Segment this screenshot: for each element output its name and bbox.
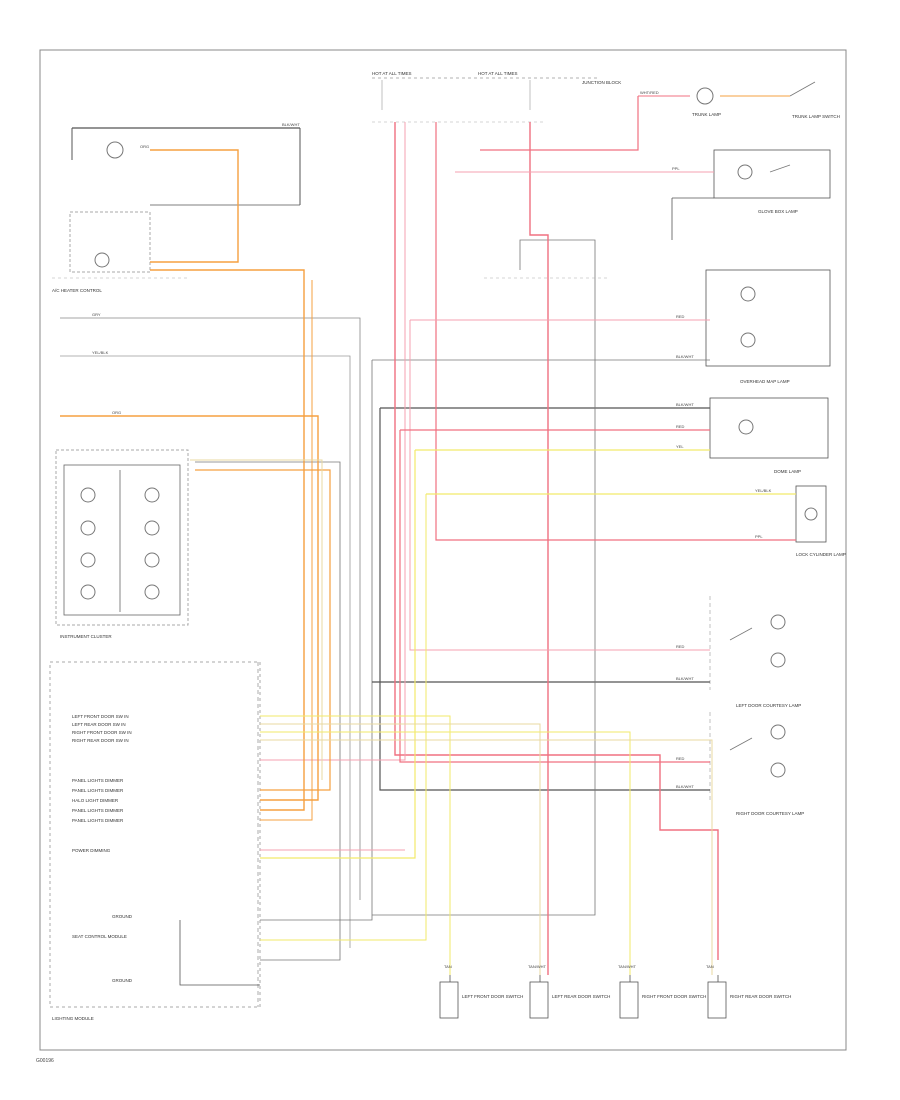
module-pin-label: RIGHT FRONT DOOR SW IN: [72, 730, 132, 735]
trunk-lamp-switch-label: TRUNK LAMP SWITCH: [792, 114, 840, 119]
module-pin-labels: LEFT FRONT DOOR SW IN LEFT REAR DOOR SW …: [72, 714, 133, 983]
cluster-bulb-icon: [80, 552, 96, 568]
wire-label: ORG: [112, 410, 121, 415]
trunk-lamp-icon: [696, 87, 714, 105]
wire-label: BLK/WHT: [676, 402, 694, 407]
glove-box-lamp-group: GLOVE BOX LAMP: [671, 149, 831, 240]
left-rear-door-switch: LEFT REAR DOOR SWITCH: [529, 975, 610, 1019]
left-door-bulb-icon: [770, 652, 786, 668]
module-pin-label: GROUND: [112, 914, 133, 919]
door-switch-label: RIGHT REAR DOOR SWITCH: [730, 994, 791, 999]
fuse-area: HOT AT ALL TIMES HOT AT ALL TIMES JUNCTI…: [372, 71, 621, 123]
lighting-module-label: LIGHTING MODULE: [52, 1016, 94, 1021]
hvac-control-label: A/C HEATER CONTROL: [52, 288, 102, 293]
wire-label: BLK/WHT: [676, 784, 694, 789]
wire-labels: BLK/WHT ORG GRY YEL/BLK ORG WHT/RED PPL …: [92, 90, 772, 969]
dome-lamp-label: DOME LAMP: [774, 469, 801, 474]
left-front-door-switch: LEFT FRONT DOOR SWITCH: [439, 975, 523, 1019]
door-switch-label: LEFT FRONT DOOR SWITCH: [462, 994, 523, 999]
module-pin-label: PANEL LIGHTS DIMMER: [72, 818, 124, 823]
lock-cylinder-lamp-group: LOCK CYLINDER LAMP: [795, 485, 846, 557]
wire-label: YEL/BLK: [755, 488, 772, 493]
hvac-control: A/C HEATER CONTROL: [52, 127, 301, 293]
wire-label: RED: [676, 644, 685, 649]
wire-label: BLK/WHT: [282, 122, 300, 127]
module-pin-label: PANEL LIGHTS DIMMER: [72, 778, 124, 783]
right-door-courtesy-lamp-label: RIGHT DOOR COURTESY LAMP: [736, 811, 804, 816]
map-bulb-icon: [740, 286, 756, 302]
left-door-bulb-icon: [770, 614, 786, 630]
cluster-bulb-icon: [144, 552, 160, 568]
lighting-module: LIGHTING MODULE: [49, 661, 261, 1021]
cluster-bulb-icon: [80, 487, 96, 503]
wire-label: TAN: [706, 964, 714, 969]
lock-cylinder-lamp-label: LOCK CYLINDER LAMP: [796, 552, 846, 557]
wire-label: RED: [676, 314, 685, 319]
right-rear-door-switch: RIGHT REAR DOOR SWITCH: [707, 975, 791, 1019]
cluster-bulb-icon: [144, 487, 160, 503]
wire-label: RED: [676, 756, 685, 761]
right-door-courtesy-lamp-group: RIGHT DOOR COURTESY LAMP: [709, 712, 804, 816]
wire-label: ORG: [140, 144, 149, 149]
door-switches: LEFT FRONT DOOR SWITCH LEFT REAR DOOR SW…: [439, 975, 791, 1019]
figure-code: G00196: [36, 1058, 54, 1064]
map-bulb-icon: [740, 332, 756, 348]
junction-block-label: JUNCTION BLOCK: [582, 80, 621, 85]
wire-label: BLK/WHT: [676, 676, 694, 681]
wire-label: YEL: [676, 444, 684, 449]
right-front-door-switch: RIGHT FRONT DOOR SWITCH: [619, 975, 706, 1019]
module-pin-label: GROUND: [112, 978, 133, 983]
trunk-lamp-group: TRUNK LAMP TRUNK LAMP SWITCH: [692, 81, 840, 119]
wire-label: YEL/BLK: [92, 350, 109, 355]
wires: [60, 95, 796, 986]
module-pin-label: SEAT CONTROL MODULE: [72, 934, 127, 939]
module-pin-label: PANEL LIGHTS DIMMER: [72, 808, 124, 813]
wire-label: WHT/RED: [640, 90, 659, 95]
dome-bulb-icon: [738, 419, 754, 435]
glove-box-bulb-icon: [737, 164, 753, 180]
instrument-cluster-label: INSTRUMENT CLUSTER: [60, 634, 112, 639]
cluster-bulb-icon: [144, 520, 160, 536]
module-pin-label: RIGHT REAR DOOR SW IN: [72, 738, 129, 743]
module-pin-label: LEFT REAR DOOR SW IN: [72, 722, 126, 727]
left-door-courtesy-lamp-label: LEFT DOOR COURTESY LAMP: [736, 703, 801, 708]
wire-label: TAN/WHT: [528, 964, 546, 969]
instrument-cluster: INSTRUMENT CLUSTER: [55, 449, 189, 639]
hvac-lamp-icon: [106, 141, 124, 159]
module-pin-label: LEFT FRONT DOOR SW IN: [72, 714, 129, 719]
dome-lamp-group: DOME LAMP: [709, 397, 829, 474]
diagram-border: [39, 49, 847, 1051]
hot-label-1: HOT AT ALL TIMES: [372, 71, 412, 76]
overhead-map-lamp-group: OVERHEAD MAP LAMP: [705, 269, 831, 384]
module-pin-label: HALO LIGHT DIMMER: [72, 798, 119, 803]
wire-label: RED: [676, 424, 685, 429]
wire-label: TAN/WHT: [618, 964, 636, 969]
overhead-map-lamp-label: OVERHEAD MAP LAMP: [740, 379, 790, 384]
module-pin-label: PANEL LIGHTS DIMMER: [72, 788, 124, 793]
lock-cylinder-bulb-icon: [804, 507, 818, 521]
right-door-bulb-icon: [770, 762, 786, 778]
cluster-bulb-icon: [144, 584, 160, 600]
cluster-bulb-icon: [80, 584, 96, 600]
wire-label: PPL: [672, 166, 680, 171]
glove-box-lamp-label: GLOVE BOX LAMP: [758, 209, 798, 214]
left-door-courtesy-lamp-group: LEFT DOOR COURTESY LAMP: [709, 596, 801, 708]
cluster-bulb-icon: [80, 520, 96, 536]
door-switch-label: RIGHT FRONT DOOR SWITCH: [642, 994, 706, 999]
door-switch-label: LEFT REAR DOOR SWITCH: [552, 994, 610, 999]
hot-label-2: HOT AT ALL TIMES: [478, 71, 518, 76]
wire-label: BLK/WHT: [676, 354, 694, 359]
module-pin-label: POWER DIMMING: [72, 848, 111, 853]
wire-label: GRY: [92, 312, 101, 317]
hvac-bulb-icon: [94, 252, 110, 268]
wire-label: PPL: [755, 534, 763, 539]
wire-label: TAN: [444, 964, 452, 969]
trunk-lamp-label: TRUNK LAMP: [692, 112, 721, 117]
right-door-bulb-icon: [770, 724, 786, 740]
